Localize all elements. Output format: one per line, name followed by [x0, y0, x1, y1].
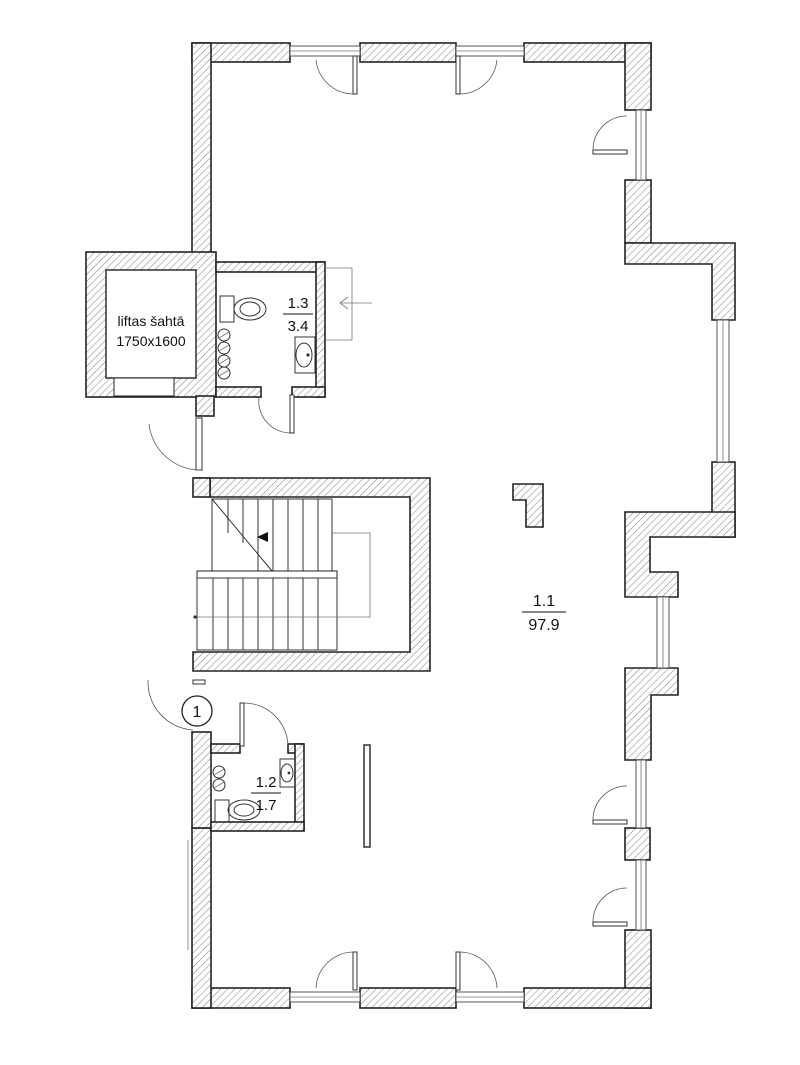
entrance-marker-label: 1	[193, 704, 202, 721]
column	[512, 483, 544, 528]
room-1-2-id: 1.2	[256, 774, 277, 791]
room-1-3-walls	[215, 261, 326, 398]
room-1-1-id: 1.1	[533, 593, 555, 610]
partition-bar	[363, 744, 371, 848]
pipes-1-2	[212, 765, 226, 792]
room-label-1-3: 1.3 3.4	[283, 295, 313, 335]
pipes-1-3	[217, 328, 231, 380]
vent-arrow	[325, 267, 372, 341]
stair-treads	[193, 498, 371, 651]
toilet-1-3	[219, 295, 267, 323]
sink-1-3	[294, 336, 316, 374]
stair-walls	[192, 477, 431, 672]
room-1-2-area: 1.7	[256, 797, 277, 814]
sink-1-2	[279, 758, 296, 788]
entrance-marker: 1	[181, 695, 213, 727]
room-label-1-1: 1.1 97.9	[522, 593, 566, 634]
doors	[147, 55, 628, 991]
room-1-2-walls	[210, 743, 305, 832]
room-1-1-area: 97.9	[528, 617, 559, 634]
room-1-3-area: 3.4	[288, 318, 309, 335]
toilet-1-2	[214, 799, 261, 823]
elevator-title: liftas šahtā	[118, 313, 185, 329]
windows	[187, 45, 730, 1003]
elevator-shaft: liftas šahtā 1750x1600	[85, 251, 217, 417]
exterior-walls	[191, 42, 736, 1009]
elevator-size: 1750x1600	[116, 333, 186, 349]
room-1-3-id: 1.3	[288, 295, 309, 312]
room-label-1-2: 1.2 1.7	[251, 774, 281, 814]
